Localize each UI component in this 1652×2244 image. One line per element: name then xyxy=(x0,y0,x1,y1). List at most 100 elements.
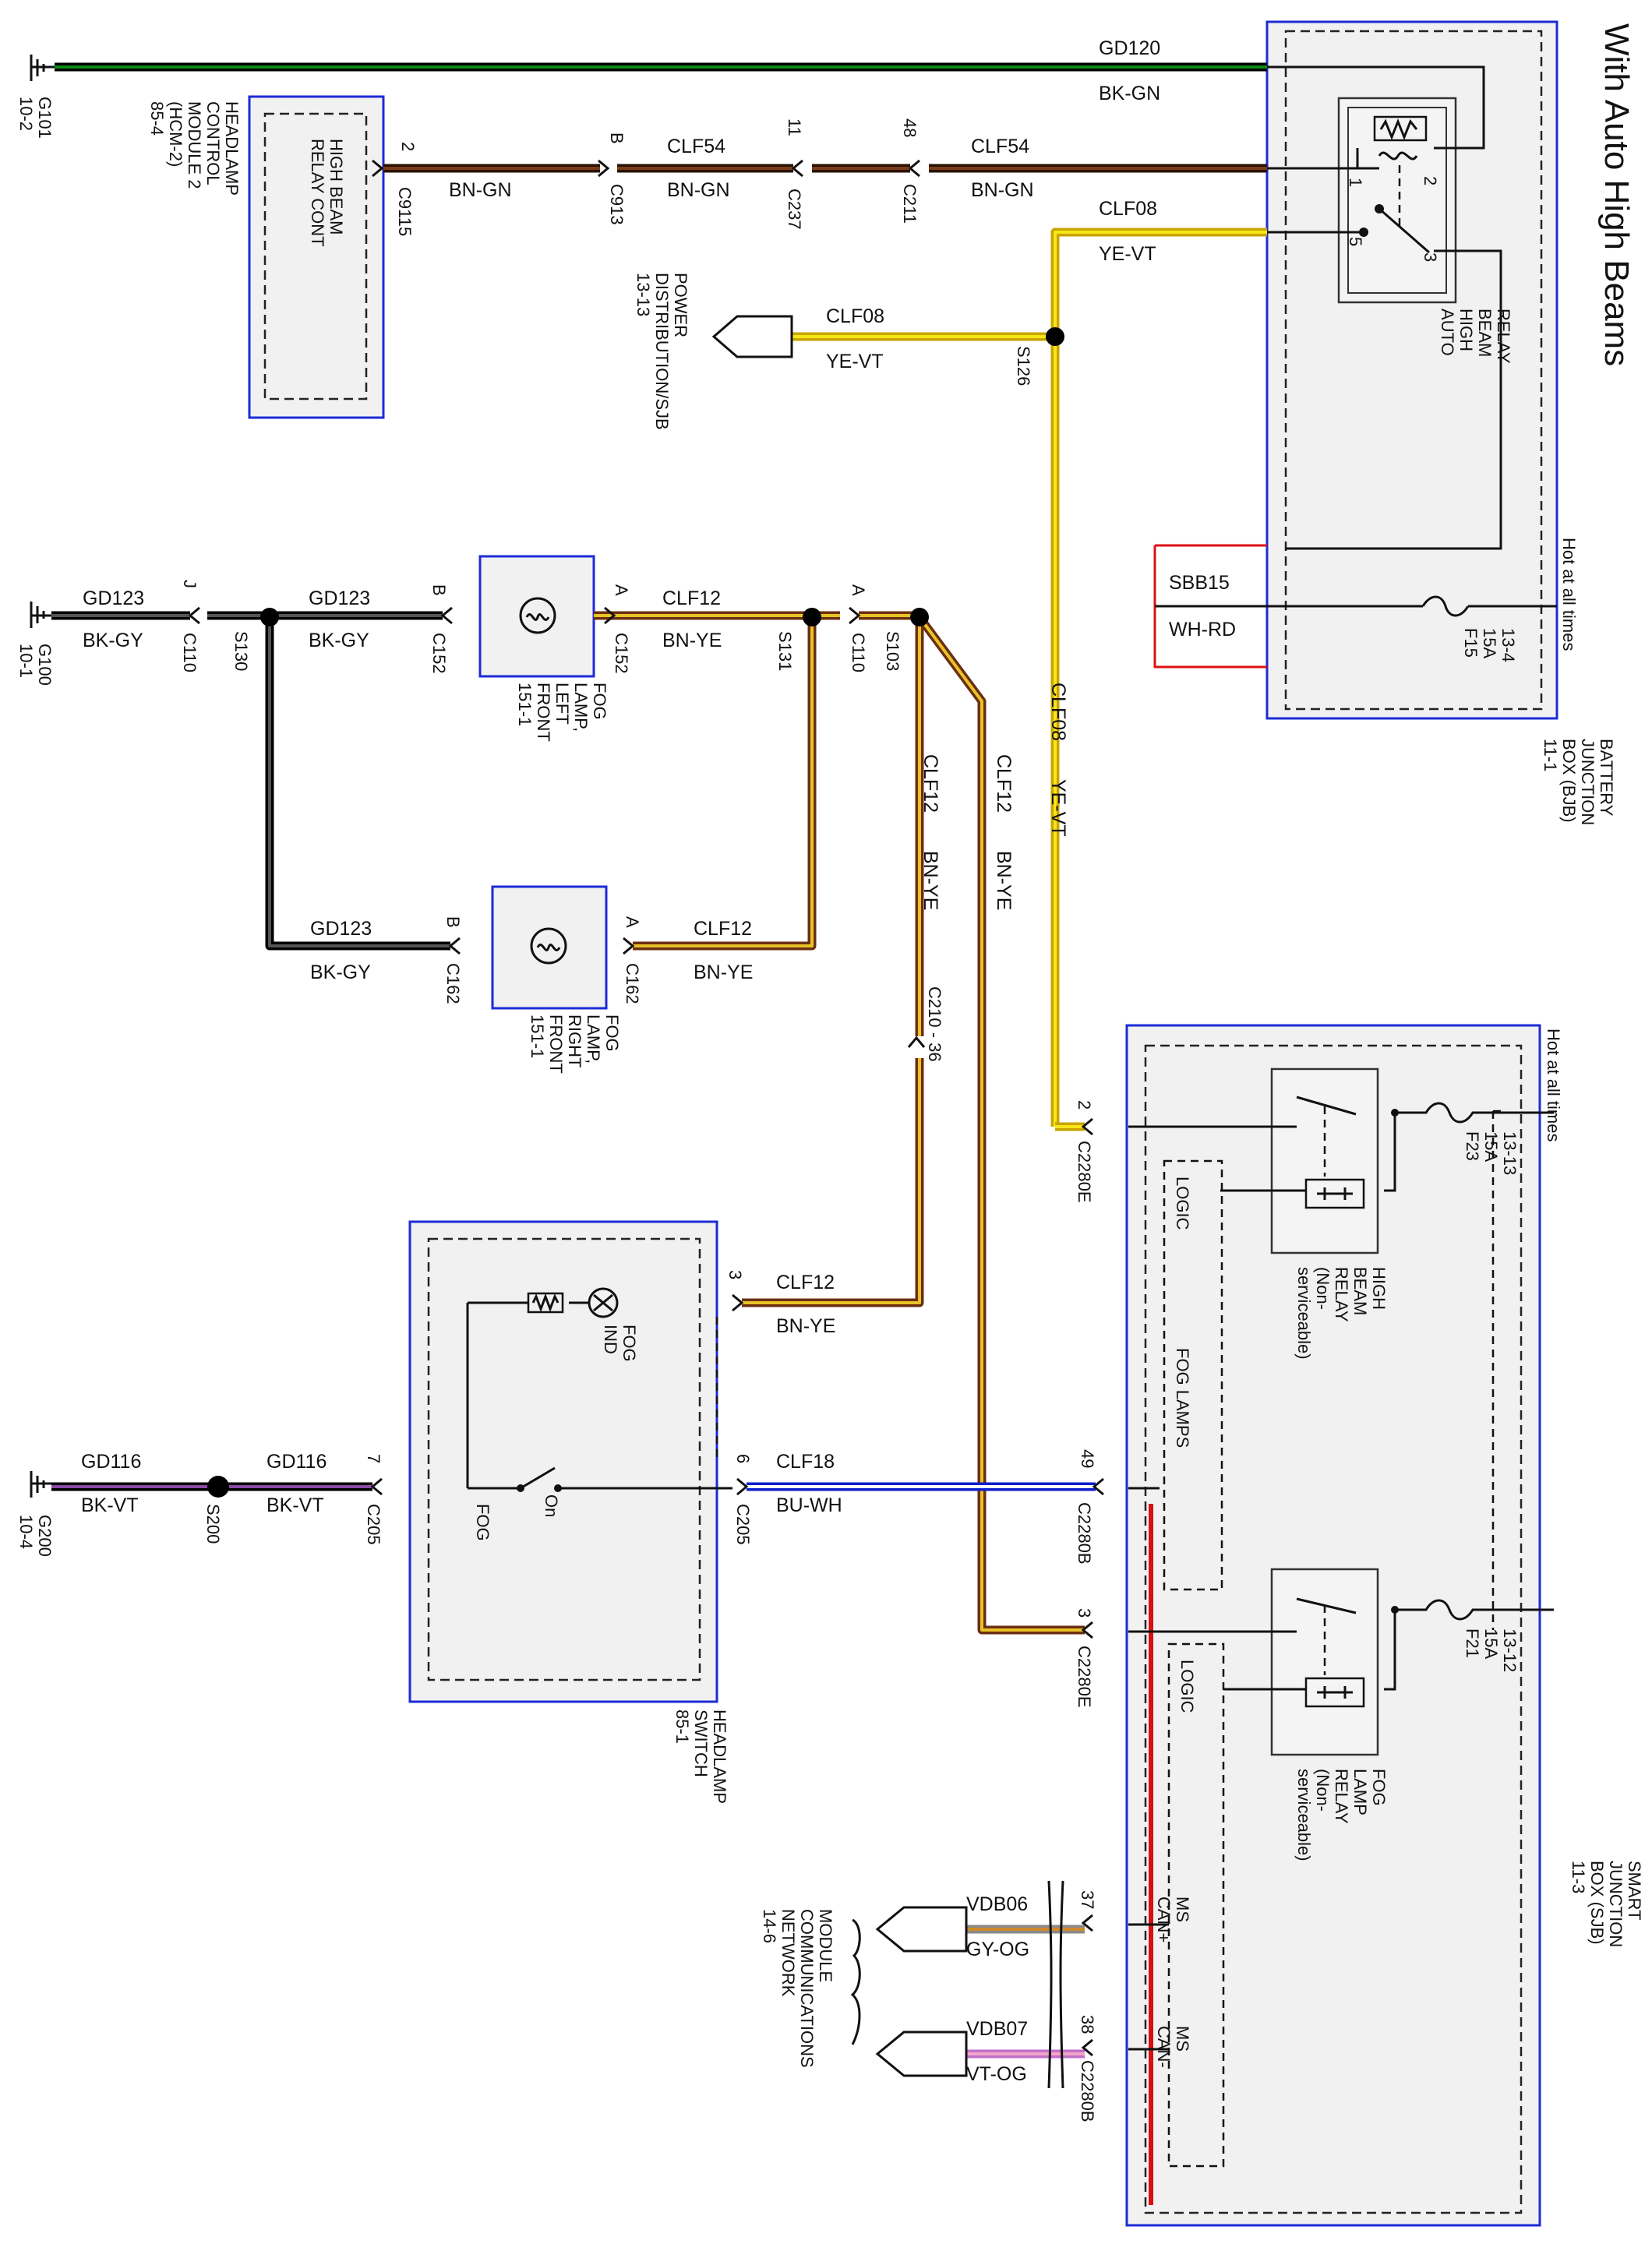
connector-c110-a: C110 xyxy=(849,633,868,672)
connector-c205-7: C205 xyxy=(364,1504,383,1545)
svg-text:FRONT: FRONT xyxy=(546,1014,566,1074)
wire-gd116-a-label: GD116 xyxy=(81,1451,141,1473)
connector-c205-6: C205 xyxy=(733,1504,753,1545)
fuse-f21-label: F21 15A 13-12 xyxy=(1463,1628,1520,1672)
splice-s126 xyxy=(1046,327,1064,346)
svg-text:11-1: 11-1 xyxy=(1541,739,1560,771)
ground-g101-page: 10-2 xyxy=(16,97,36,131)
pin-c2280e-2: 2 xyxy=(1075,1100,1094,1110)
ground-g200-id: G200 xyxy=(35,1515,55,1557)
svg-text:15A: 15A xyxy=(1480,628,1499,658)
power-distribution-plug-icon xyxy=(711,315,793,358)
pin-c2280e-3: 3 xyxy=(1075,1608,1094,1618)
svg-text:F15: F15 xyxy=(1461,628,1481,658)
pin-c9115: 2 xyxy=(398,142,418,151)
wire-clf12-b-label: CLF12 xyxy=(694,918,752,940)
wire-clf08-top xyxy=(1050,228,1267,1127)
wire-clf12-vertical-b-color: BN-YE xyxy=(993,851,1015,910)
wire-clf12-vert-a2 xyxy=(742,1058,924,1307)
svg-text:85-1: 85-1 xyxy=(672,1709,692,1744)
pin-c110-j: J xyxy=(180,580,199,588)
svg-text:BATTERY: BATTERY xyxy=(1597,739,1616,817)
wire-gd123-c-color: BK-GY xyxy=(310,961,371,983)
connector-c162-b: C162 xyxy=(443,963,463,1004)
svg-text:FRONT: FRONT xyxy=(534,683,553,742)
connector-c237: C237 xyxy=(785,189,804,230)
pin-c205-7: 7 xyxy=(364,1454,383,1463)
wire-clf12-vertical-a-color: BN-YE xyxy=(920,851,941,910)
svg-text:13-12: 13-12 xyxy=(1500,1628,1520,1672)
wire-clf08-top-stripe xyxy=(1054,231,1267,1127)
pin-can-37: 37 xyxy=(1078,1890,1097,1909)
ground-g200-page: 10-4 xyxy=(16,1515,36,1549)
ms-can-minus-label: MS CAN- xyxy=(1154,2026,1192,2068)
sjb-hot-label: Hot at all times xyxy=(1544,1028,1563,1142)
svg-text:LAMP,: LAMP, xyxy=(584,1014,603,1064)
svg-text:MODULE: MODULE xyxy=(816,1909,835,1982)
splice-s130-label: S130 xyxy=(231,631,251,671)
svg-text:13-13: 13-13 xyxy=(634,273,653,316)
pin-c152-b: B xyxy=(429,584,449,596)
hcm-inner-label: HIGH BEAM RELAY CONT xyxy=(308,139,346,247)
pin-can-38: 38 xyxy=(1078,2015,1097,2034)
wire-gd120-color: BK-GN xyxy=(1099,83,1160,104)
wire-clf08-vertical-color: YE-VT xyxy=(1047,779,1069,837)
svg-text:NETWORK: NETWORK xyxy=(778,1909,798,1997)
connector-c2280b-49: C2280B xyxy=(1075,1502,1094,1565)
bjb-hot-label: Hot at all times xyxy=(1559,538,1579,651)
svg-text:HIGH BEAM: HIGH BEAM xyxy=(327,139,346,235)
fog-relay-label: FOG LAMP RELAY (Non- serviceable) xyxy=(1294,1769,1389,1861)
sjb-red-line xyxy=(1149,1504,1153,2205)
wire-clf12-vert-b-stripe xyxy=(918,616,1085,1632)
can-minus-plug-icon xyxy=(875,2031,968,2077)
hcm-label: HEADLAMP CONTROL MODULE 2 (HCM-2) 85-4 xyxy=(147,101,242,196)
svg-text:(HCM-2): (HCM-2) xyxy=(166,101,185,167)
wire-gd123-a-label: GD123 xyxy=(83,587,144,609)
wire-clf18-label: CLF18 xyxy=(776,1451,835,1473)
svg-text:SMART: SMART xyxy=(1625,1861,1644,1921)
wire-clf54-b-label: CLF54 xyxy=(971,136,1029,157)
auto-relay-pin-3: 3 xyxy=(1421,252,1440,262)
wire-clf12-c-label: CLF12 xyxy=(776,1272,835,1293)
wire-clf18-color: BU-WH xyxy=(776,1494,842,1516)
ground-g101-icon xyxy=(30,55,55,81)
connector-c211: C211 xyxy=(900,184,920,224)
pin-c205-6: 6 xyxy=(733,1454,753,1463)
wire-gd123-b-color: BK-GY xyxy=(309,630,369,651)
wire-clf12-b-stripe xyxy=(633,617,814,947)
svg-text:LAMP: LAMP xyxy=(1350,1769,1370,1815)
svg-text:FOG: FOG xyxy=(590,683,609,720)
power-distribution-label: POWER DISTRIBUTION/SJB 13-13 xyxy=(634,273,690,430)
connector-c2280e-3: C2280E xyxy=(1075,1646,1094,1708)
diagram-title: With Auto High Beams xyxy=(1597,23,1636,366)
wire-vdb07-color: VT-OG xyxy=(966,2063,1027,2085)
svg-text:CAN+: CAN+ xyxy=(1154,1896,1174,1942)
svg-text:CONTROL: CONTROL xyxy=(203,101,223,185)
connector-c110-j: C110 xyxy=(180,633,199,672)
module-comm-label: MODULE COMMUNICATIONS NETWORK 14-6 xyxy=(760,1909,835,2068)
wire-clf54-a-color: BN-GN xyxy=(667,179,730,201)
svg-text:BOX (SJB): BOX (SJB) xyxy=(1587,1861,1607,1945)
svg-text:15A: 15A xyxy=(1481,1628,1501,1659)
pin-c110-a: A xyxy=(849,584,868,596)
fog-lamp-left-bulb xyxy=(519,597,556,634)
svg-text:RELAY: RELAY xyxy=(1332,1267,1351,1322)
svg-text:SWITCH: SWITCH xyxy=(691,1709,711,1777)
wire-sbb15 xyxy=(1153,544,1267,669)
splice-s200-label: S200 xyxy=(203,1504,223,1544)
svg-text:RELAY: RELAY xyxy=(1332,1769,1351,1824)
wire-clf12-b-color: BN-YE xyxy=(694,961,753,983)
svg-text:MODULE 2: MODULE 2 xyxy=(185,101,204,189)
can-plus-plug-icon xyxy=(875,1906,968,1953)
svg-text:JUNCTION: JUNCTION xyxy=(1606,1861,1626,1947)
connector-c152-a: C152 xyxy=(612,633,631,674)
svg-text:HEADLAMP: HEADLAMP xyxy=(710,1709,729,1804)
switch-fog-label: FOG xyxy=(473,1504,492,1541)
svg-text:POWER: POWER xyxy=(671,273,690,337)
splice-s131 xyxy=(803,608,821,626)
splice-s103 xyxy=(910,608,929,626)
connector-c152-b: C152 xyxy=(429,633,449,674)
wire-gd120-label: GD120 xyxy=(1099,37,1160,59)
svg-text:RELAY CONT: RELAY CONT xyxy=(308,139,327,247)
svg-text:FOG: FOG xyxy=(1369,1769,1389,1806)
